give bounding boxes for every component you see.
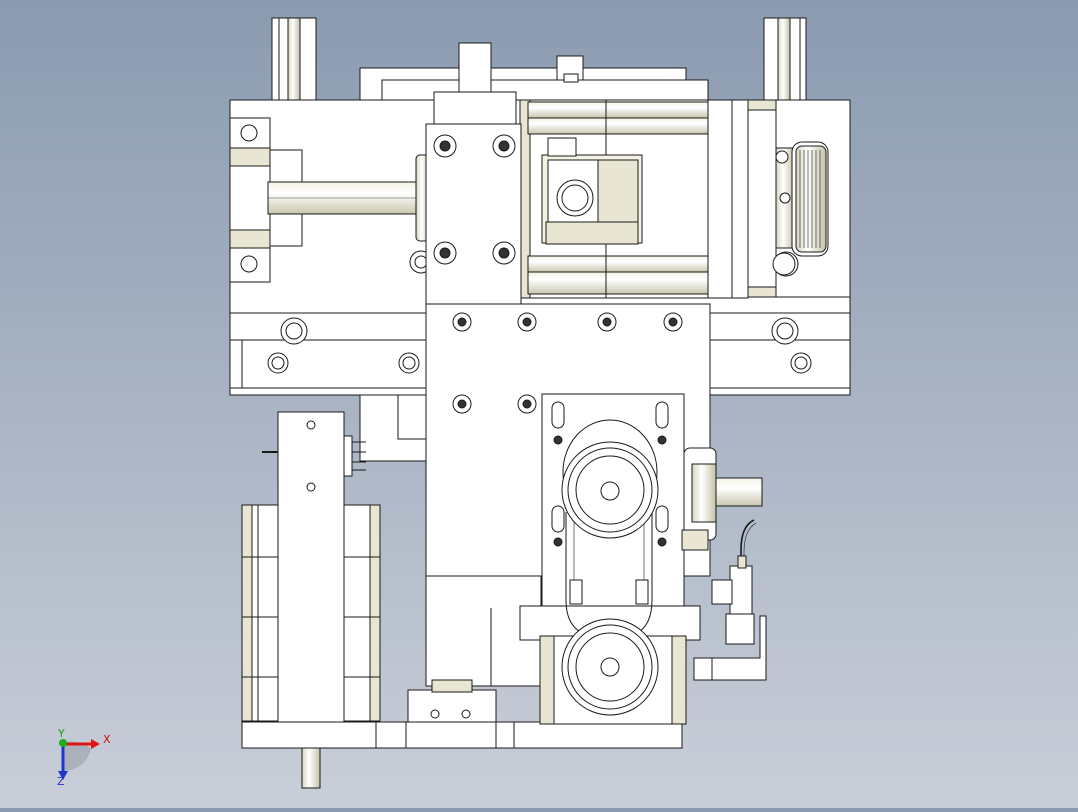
sensor-bracket xyxy=(693,615,767,681)
lower-belt-pulley xyxy=(561,618,659,716)
left-end-block xyxy=(229,117,303,283)
triad-y-label: Y xyxy=(58,727,65,740)
right-guide-rail xyxy=(763,17,807,103)
top-cap-block xyxy=(458,42,492,96)
carriage-bolts xyxy=(433,134,683,414)
left-guide-rail xyxy=(271,17,317,103)
proximity-sensor xyxy=(711,519,757,645)
output-shaft-nut xyxy=(681,447,763,551)
upper-belt-pulley xyxy=(561,419,659,539)
base-plate-holes xyxy=(267,250,812,374)
adjustment-slots xyxy=(551,401,669,547)
triad-z-label: Z xyxy=(57,775,65,788)
linear-shaft xyxy=(267,181,427,215)
bottom-base-plate xyxy=(241,721,683,749)
coordinate-triad-icon xyxy=(58,739,100,780)
triad-x-label: X xyxy=(103,733,111,746)
slide-block xyxy=(407,679,497,723)
servo-motor xyxy=(519,99,749,299)
